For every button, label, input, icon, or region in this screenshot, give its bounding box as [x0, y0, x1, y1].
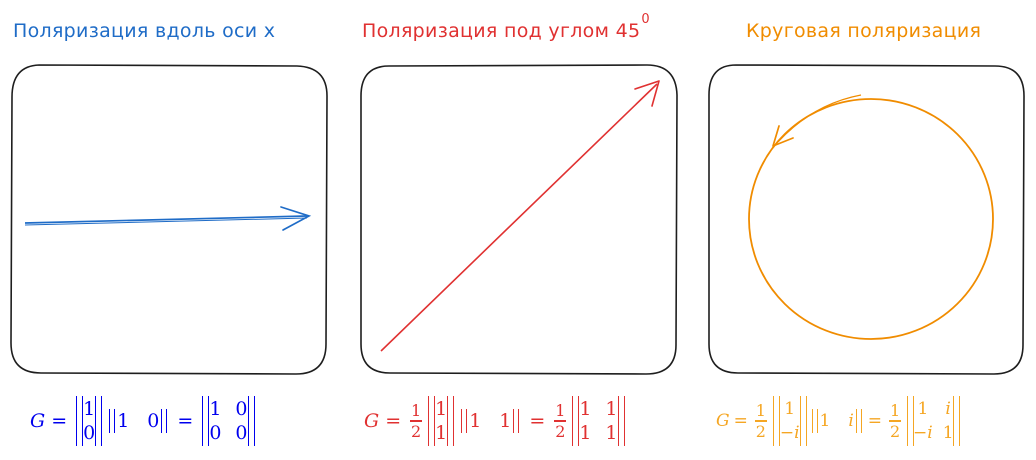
matrix-cell: 1 — [469, 410, 482, 432]
panel3-title: Круговая поляризация — [746, 20, 982, 42]
matrix-cell: 1 — [605, 422, 618, 444]
formula-3-lhs: G — [716, 411, 730, 431]
matrix-cell: 0 — [147, 410, 160, 432]
formula-2-column-vector: 1 1 — [428, 396, 455, 446]
formula-1-column-vector: 1 0 — [76, 396, 103, 446]
panel2-title-text: Поляризация под углом 45 — [362, 20, 641, 42]
formula-2-eq2: = — [529, 410, 546, 432]
matrix-cell: −i — [779, 423, 800, 443]
formula-1-result-matrix: 1 0 0 0 — [202, 396, 255, 446]
matrix-cell: 1 — [499, 410, 512, 432]
matrix-cell: 1 — [117, 410, 130, 432]
matrix-cell: 1 — [435, 422, 448, 444]
matrix-cell: 0 — [83, 422, 96, 444]
matrix-cell: 0 — [209, 422, 222, 444]
circular-polarization-circle — [748, 98, 994, 340]
formula-3-eq: = — [733, 411, 748, 431]
matrix-cell: 1 — [605, 398, 618, 420]
formula-2-result-matrix: 1 1 1 1 — [572, 396, 625, 446]
matrix-cell: i — [848, 411, 854, 431]
panel1-frame — [10, 64, 328, 375]
formula-2-eq: = — [385, 410, 402, 432]
panel3-frame — [708, 64, 1025, 375]
matrix-cell: 1 — [579, 398, 592, 420]
formula-3-column-vector: 1 −i — [772, 396, 807, 446]
matrix-cell: 0 — [235, 422, 248, 444]
diagonal-polarization-arrow — [380, 83, 658, 352]
matrix-cell: 1 — [917, 399, 929, 419]
matrix-cell: 0 — [235, 398, 248, 420]
formula-2-lhs: G — [364, 410, 380, 432]
panel2-title: Поляризация под углом 450 — [362, 12, 650, 42]
panel1-title: Поляризация вдоль оси x — [13, 20, 276, 42]
matrix-cell: 1 — [819, 411, 831, 431]
matrix-cell: 1 — [784, 399, 796, 419]
matrix-cell: 1 — [942, 423, 954, 443]
matrix-cell: 1 — [579, 422, 592, 444]
matrix-cell: 1 — [83, 398, 96, 420]
matrix-cell: i — [945, 399, 951, 419]
matrix-cell: 1 — [435, 398, 448, 420]
formula-1-eq2: = — [177, 410, 194, 432]
degree-mark: 0 — [641, 12, 650, 27]
formula-1-lhs: G — [30, 410, 46, 432]
formula-3-eq2: = — [867, 411, 883, 431]
x-polarization-arrow — [24, 215, 308, 224]
formula-1-eq: = — [51, 410, 68, 432]
matrix-cell: 1 — [209, 398, 222, 420]
panel2-frame — [360, 64, 678, 375]
matrix-cell: −i — [913, 423, 933, 443]
formula-3-result-matrix: 1 i −i 1 — [907, 396, 960, 446]
